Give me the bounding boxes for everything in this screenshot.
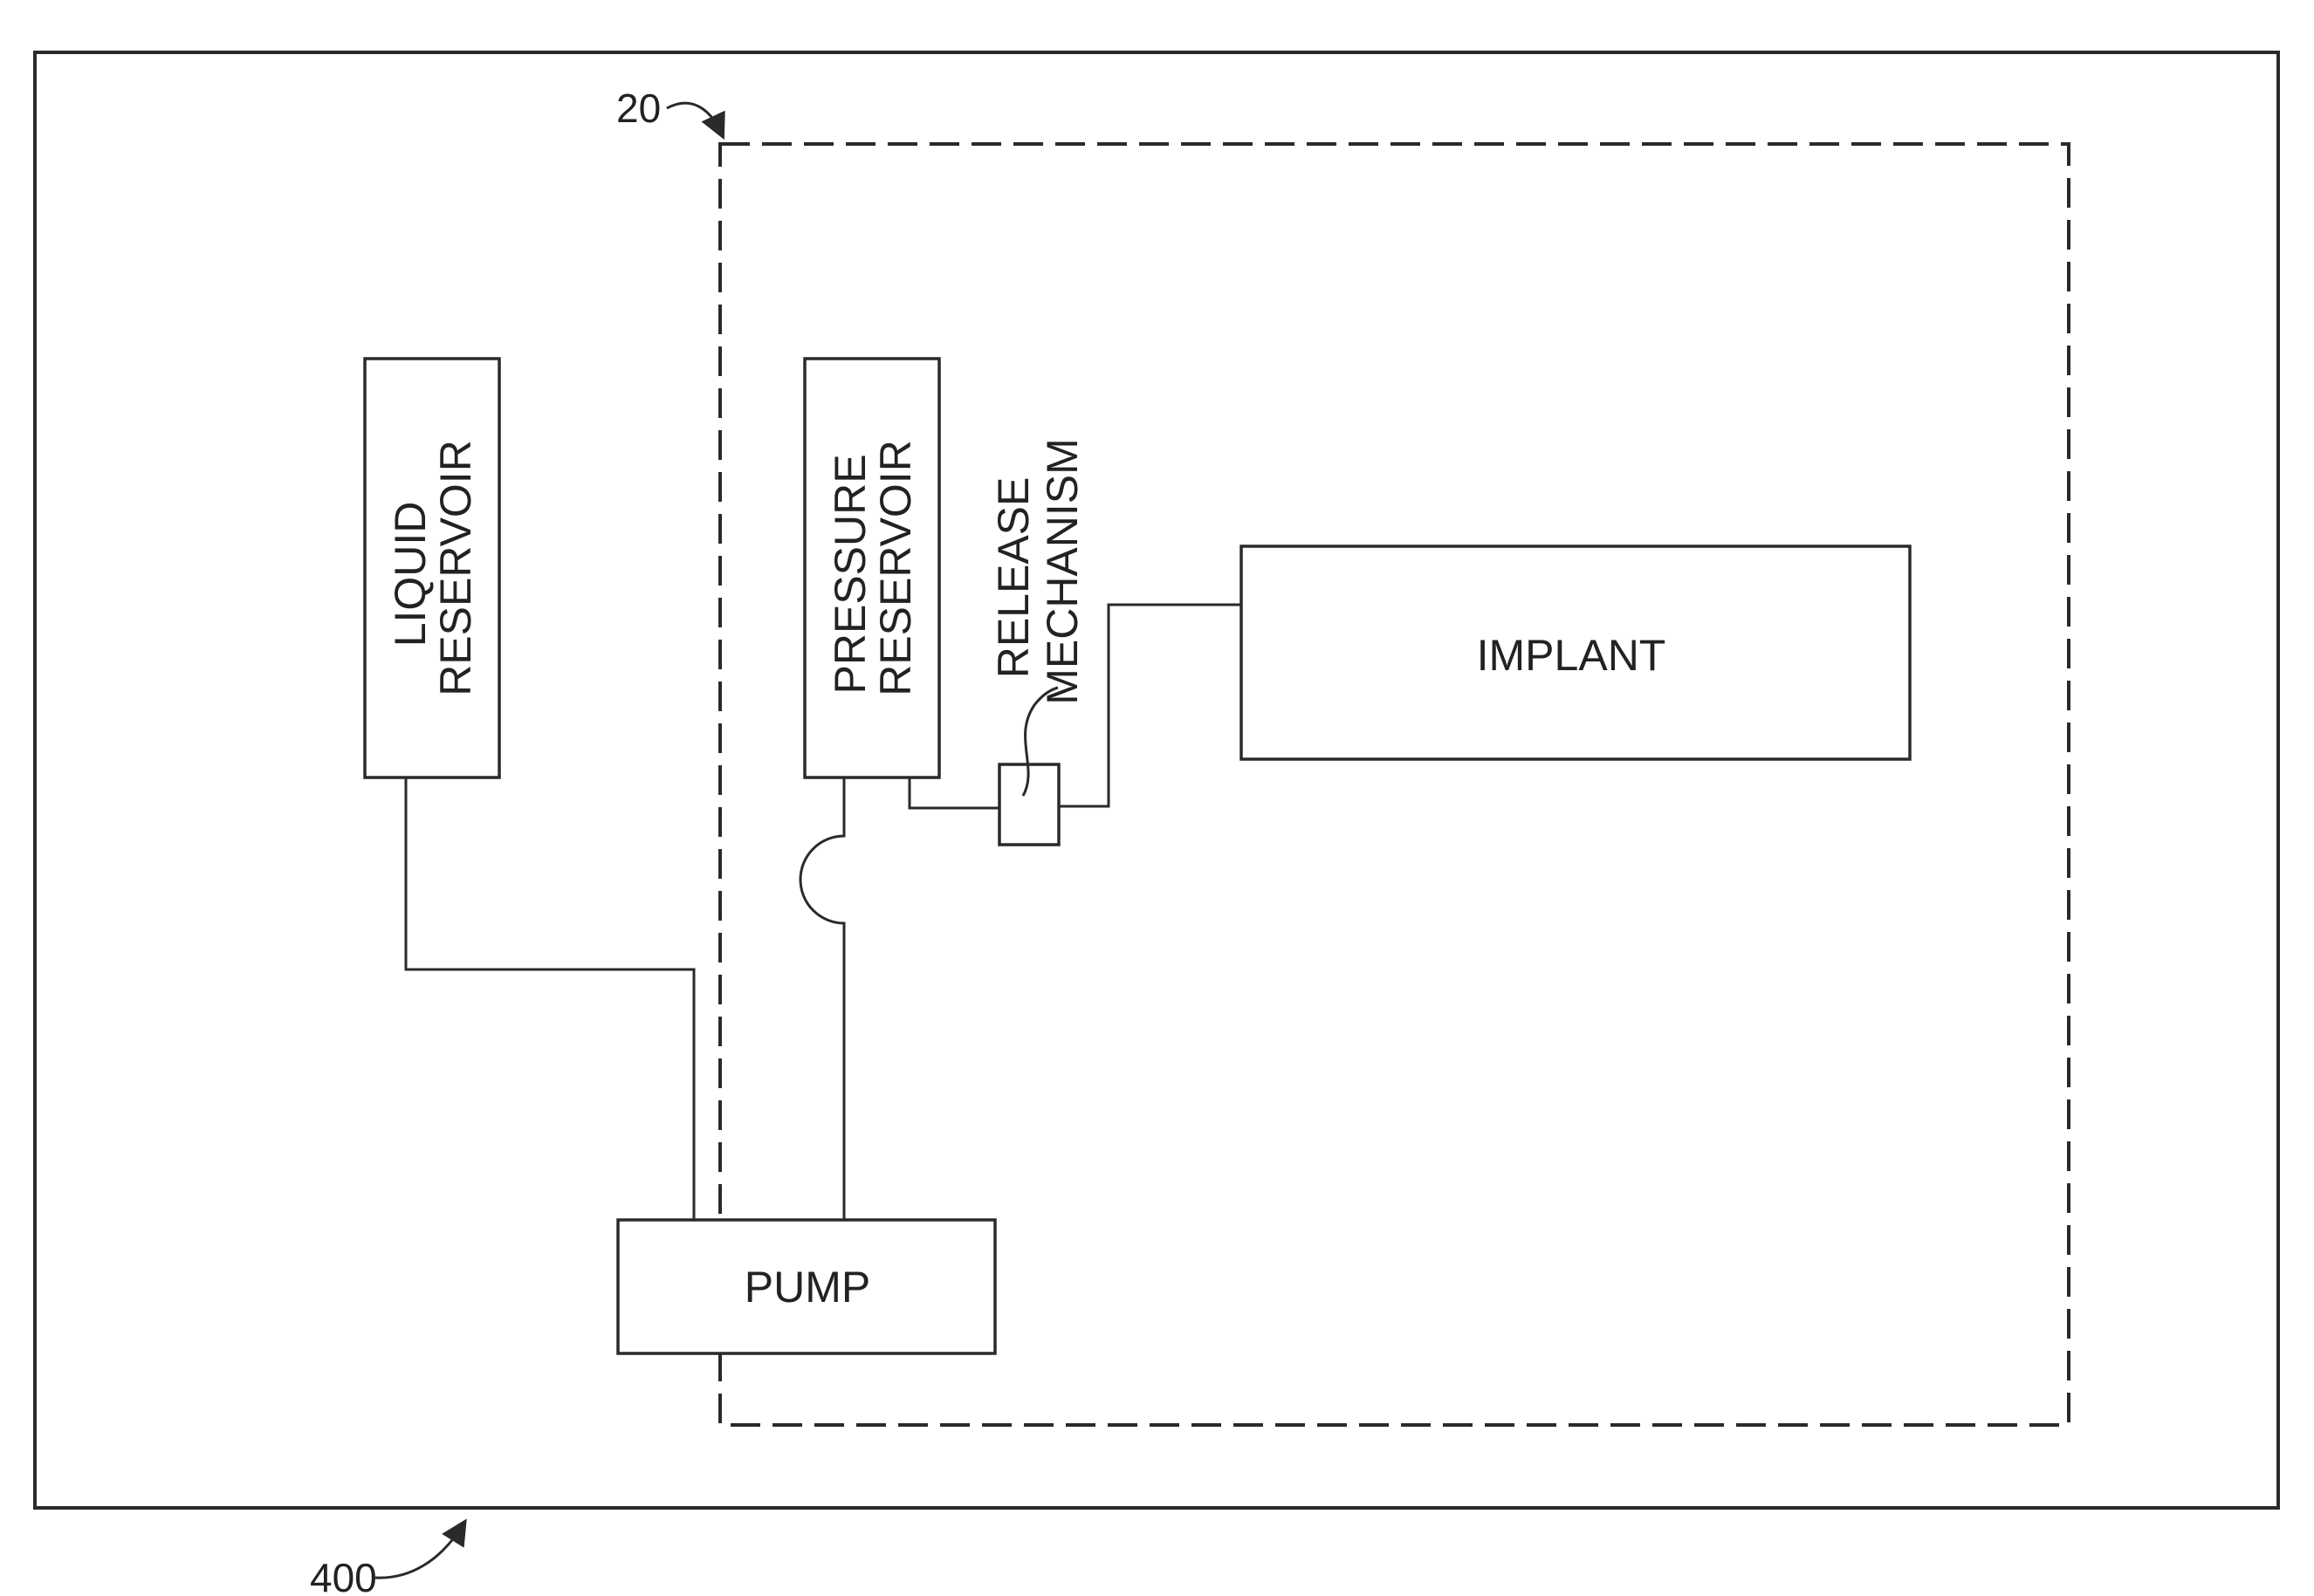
reference-400: 400 [310,1525,463,1596]
reference-20-label: 20 [616,86,661,131]
implant-label: IMPLANT [1477,631,1666,680]
reference-20: 20 [616,86,721,133]
line-pressure-to-pump [800,777,844,1220]
pump-label: PUMP [745,1263,870,1312]
system-boundary-400 [35,52,2278,1508]
implant: IMPLANT [1241,546,1910,759]
line-liquid-to-pump [406,777,694,1220]
line-pressure-to-release [910,777,999,808]
reference-400-arrow [375,1525,463,1578]
pump: PUMP [618,1220,995,1353]
reference-400-label: 400 [310,1555,377,1596]
pressure-reservoir-label: PRESSURE RESERVOIR [826,440,920,696]
liquid-reservoir: LIQUID RESERVOIR [365,359,499,777]
pressure-reservoir: PRESSURE RESERVOIR [805,359,939,777]
release-mechanism: RELEASE MECHANISM [989,438,1087,845]
release-mechanism-label: RELEASE MECHANISM [989,438,1087,705]
reference-20-arrow [667,103,721,133]
